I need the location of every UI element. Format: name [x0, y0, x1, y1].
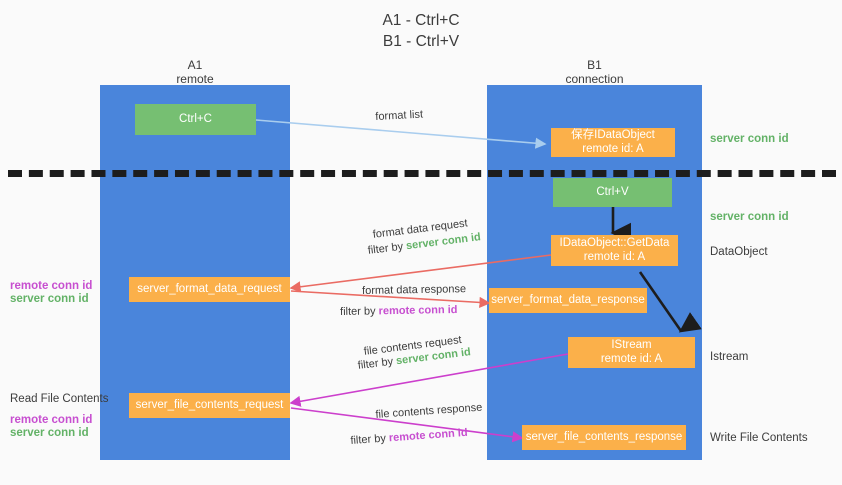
label-right-server-conn-id-top: server conn id — [710, 133, 789, 145]
box-save-idataobject[interactable]: 保存IDataObject remote id: A — [551, 128, 675, 157]
lane-header-a1: A1 remote — [100, 58, 290, 86]
wire-label-file-contents-response: file contents response — [375, 401, 483, 423]
box-ctrl-c-label: Ctrl+C — [179, 112, 212, 125]
lane-header-a1-name: A1 — [187, 58, 203, 72]
wire-label-file-contents-response-text: file contents response — [375, 401, 483, 421]
label-left-read-file-contents: Read File Contents — [10, 393, 109, 405]
box-server-format-data-request-label: server_format_data_request — [137, 282, 282, 295]
box-server-file-contents-request[interactable]: server_file_contents_request — [129, 393, 290, 418]
box-server-format-data-response[interactable]: server_format_data_response — [489, 288, 647, 313]
box-ctrl-v-label: Ctrl+V — [596, 185, 629, 198]
wire-label-filter-prefix: filter by — [340, 305, 379, 318]
box-idataobject-getdata[interactable]: IDataObject::GetData remote id: A — [551, 235, 678, 266]
wire-label-format-data-response: format data response — [362, 282, 466, 299]
wire-label-filter-prefix: filter by — [350, 432, 390, 447]
wire-label-filter-key: remote conn id — [378, 303, 458, 318]
label-right-write-file-contents: Write File Contents — [710, 432, 808, 444]
page-title: A1 - Ctrl+C B1 - Ctrl+V — [0, 10, 842, 52]
wire-label-filter-prefix: filter by — [357, 355, 397, 372]
label-left-server-conn-id-2: server conn id — [10, 427, 89, 439]
label-right-istream: Istream — [710, 351, 749, 363]
box-ctrl-v[interactable]: Ctrl+V — [553, 178, 672, 207]
label-left-remote-conn-id-1: remote conn id — [10, 280, 93, 292]
box-idataobject-getdata-label: IDataObject::GetData remote id: A — [559, 237, 670, 263]
box-server-format-data-response-label: server_format_data_response — [491, 293, 645, 306]
wire-label-format-data-response-filter: filter by remote conn id — [340, 303, 458, 320]
box-server-file-contents-response[interactable]: server_file_contents_response — [522, 425, 686, 450]
wire-label-filter-key: remote conn id — [388, 426, 468, 445]
box-ctrl-c[interactable]: Ctrl+C — [135, 104, 256, 135]
box-save-idataobject-label: 保存IDataObject remote id: A — [571, 129, 655, 155]
label-right-server-conn-id-mid: server conn id — [710, 211, 789, 223]
box-server-file-contents-request-label: server_file_contents_request — [135, 398, 284, 411]
lane-header-b1-role: connection — [565, 72, 624, 86]
lane-header-b1: B1 connection — [487, 58, 702, 86]
wire-label-file-contents-response-filter: filter by remote conn id — [350, 426, 468, 449]
wire-label-format-list: format list — [375, 108, 423, 125]
label-left-server-conn-id-1: server conn id — [10, 293, 89, 305]
title-line-2: B1 - Ctrl+V — [382, 33, 460, 50]
label-right-dataobject: DataObject — [710, 246, 768, 258]
lane-header-a1-role: remote — [176, 72, 214, 86]
wire-label-format-data-response-text: format data response — [362, 283, 467, 297]
box-server-format-data-request[interactable]: server_format_data_request — [129, 277, 290, 302]
box-server-file-contents-response-label: server_file_contents_response — [525, 430, 683, 443]
wire-label-filter-prefix: filter by — [367, 240, 407, 257]
box-istream[interactable]: IStream remote id: A — [568, 337, 695, 368]
wire-label-format-list-text: format list — [375, 108, 424, 123]
box-istream-label: IStream remote id: A — [600, 339, 663, 365]
section-divider — [8, 170, 836, 177]
label-left-remote-conn-id-2: remote conn id — [10, 414, 93, 426]
lane-header-b1-name: B1 — [587, 58, 602, 72]
title-line-1: A1 - Ctrl+C — [382, 12, 460, 29]
